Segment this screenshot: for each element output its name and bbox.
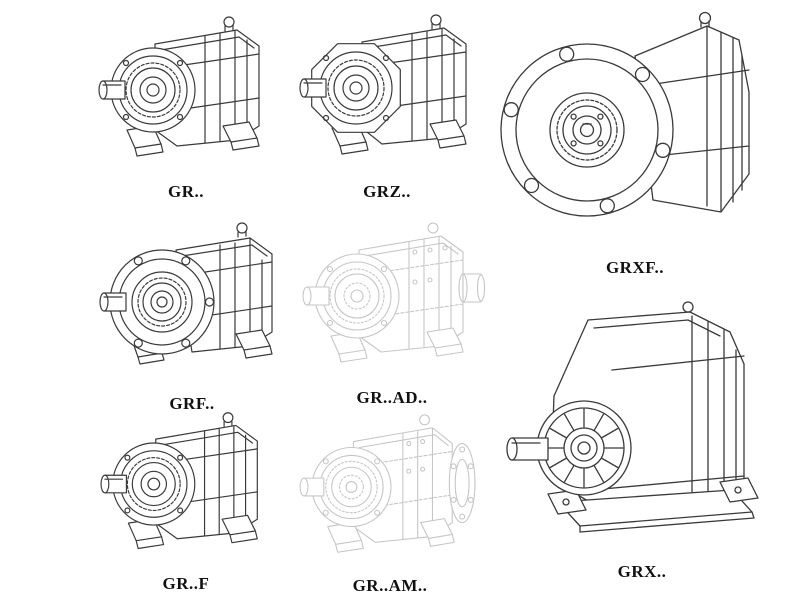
gearbox-octagon-drawing	[298, 14, 467, 155]
gearbox-foot-drawing-2	[100, 412, 258, 550]
gearbox-flange-large-drawing	[500, 11, 750, 217]
model-label-gram: GR..AM..	[352, 576, 428, 595]
model-label-grz: GRZ..	[363, 182, 411, 201]
model-cell-grz: GRZ..	[292, 6, 482, 204]
model-cell-grff: GR..F	[88, 402, 284, 598]
model-cell-gram: GR..AM..	[292, 406, 488, 598]
model-cell-grad: GR..AD..	[292, 212, 492, 410]
gearbox-foot-drawing	[98, 16, 260, 157]
gearbox-motor-flange-drawing	[299, 414, 476, 553]
gearbox-flange-foot-drawing	[99, 222, 273, 365]
model-cell-grx: GRX..	[492, 300, 792, 596]
model-label-grad: GR..AD..	[356, 388, 428, 407]
mounting-flange	[500, 43, 674, 217]
model-label-grff: GR..F	[162, 574, 210, 593]
model-cell-grxf: GRXF..	[485, 4, 785, 296]
adapter-coupling	[461, 273, 482, 303]
gearbox-large-foot-drawing	[506, 301, 759, 533]
motor-flange	[448, 443, 476, 524]
model-label-grf: GRF..	[169, 394, 215, 413]
model-label-grxf: GRXF..	[605, 258, 665, 277]
model-cell-grf: GRF..	[90, 210, 294, 413]
model-label-grx: GRX..	[617, 562, 667, 581]
model-label-gr: GR..	[168, 182, 204, 201]
model-cell-gr: GR..	[88, 6, 284, 204]
gearbox-adapter-drawing	[301, 222, 485, 363]
bearing-plate	[310, 43, 401, 133]
